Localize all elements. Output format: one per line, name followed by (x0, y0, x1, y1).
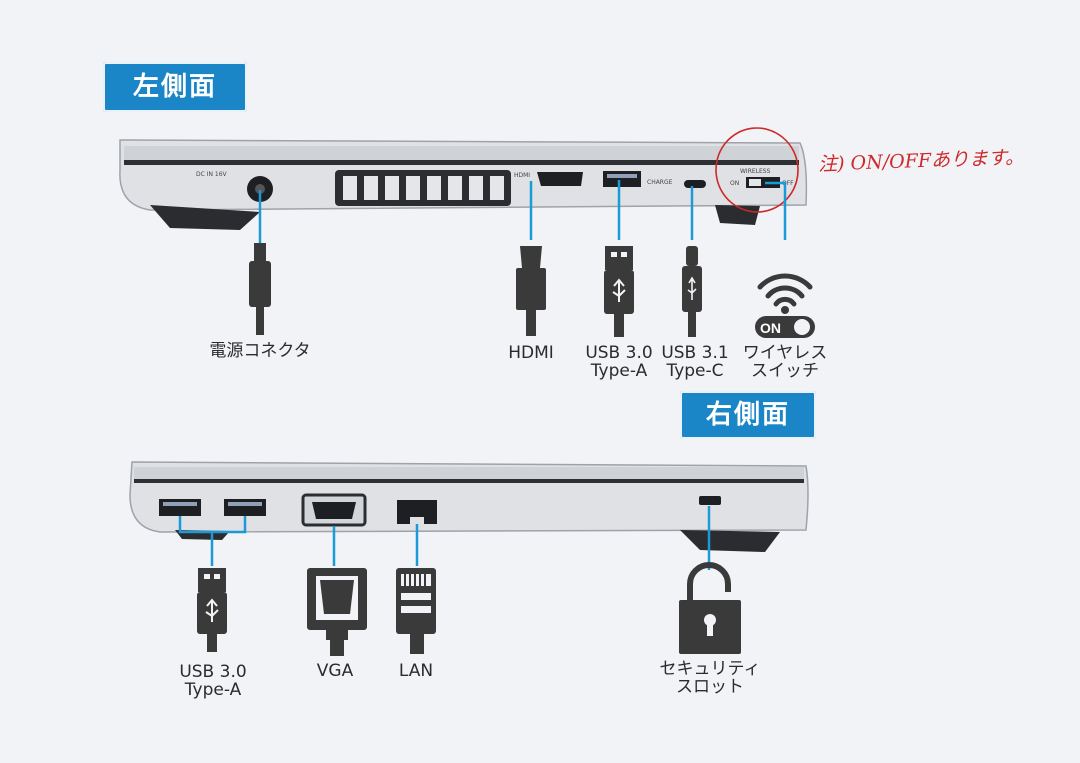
padlock-icon (679, 562, 741, 654)
lan-port (397, 500, 437, 524)
wifi-icon (757, 273, 813, 307)
usb-c-plug-icon (682, 246, 702, 337)
vga-port (301, 493, 367, 527)
wireless-on-label: ON (760, 320, 781, 336)
left-side-laptop-diagram: DC IN 16V HDMI CHARGE WIRELESS ON OFF (119, 127, 815, 338)
wireless-mark: WIRELESS (740, 168, 771, 175)
dc-in-port: DC IN 16V (196, 171, 273, 202)
wireless-off-mark: OFF (782, 180, 794, 187)
vga-plug-icon (307, 568, 367, 656)
usb-charge-mark: CHARGE (647, 179, 673, 186)
dc-in-mark: DC IN 16V (196, 171, 228, 178)
label-hdmi: HDMI (508, 343, 554, 363)
label-power-connector: 電源コネクタ (209, 341, 311, 361)
wireless-switch: WIRELESS ON OFF (730, 168, 794, 188)
right-usb-a-ports (159, 499, 266, 516)
right-side-title: 右側面 (680, 391, 816, 439)
annotation-circle (715, 127, 799, 213)
usb-c-port (684, 180, 706, 188)
hdmi-plug-icon (516, 246, 546, 336)
label-wireless-switch: ワイヤレススイッチ (742, 343, 828, 381)
label-vga: VGA (316, 661, 354, 681)
wireless-on-mark: ON (730, 180, 739, 187)
label-security-slot: セキュリティスロット (659, 659, 761, 697)
right-side-laptop-diagram (129, 461, 809, 656)
power-plug-icon (249, 243, 271, 335)
usb-a-port (603, 171, 641, 187)
hdmi-mark: HDMI (514, 172, 530, 179)
on-toggle-icon: ON (755, 316, 815, 338)
usb-a-plug-icon-right (197, 568, 227, 652)
left-side-title: 左側面 (103, 62, 247, 112)
label-lan: LAN (398, 661, 434, 681)
hdmi-port (537, 172, 583, 186)
air-vents (335, 170, 511, 206)
lan-plug-icon (396, 568, 436, 654)
usb-a-plug-icon (604, 246, 634, 337)
security-slot (699, 496, 721, 505)
